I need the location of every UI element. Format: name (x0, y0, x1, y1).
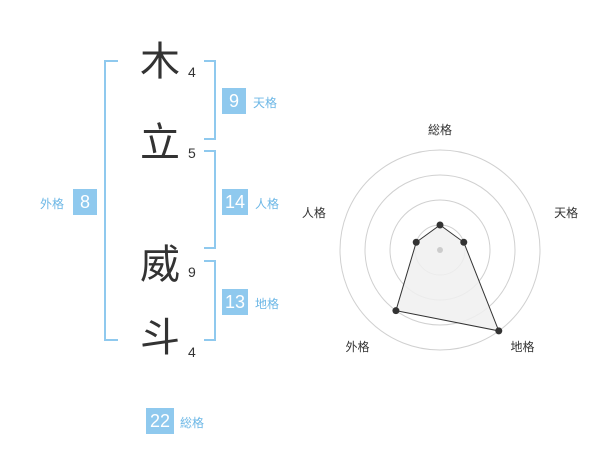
jinkaku-label: 人格 (255, 197, 280, 211)
radar-point (495, 327, 503, 335)
gaikaku-label: 外格 (40, 197, 65, 211)
chikaku-bracket (204, 260, 216, 341)
stroke-count-3: 9 (188, 264, 196, 280)
radar-area (395, 224, 500, 332)
gaikaku-value: 8 (73, 189, 97, 215)
radar-axis-label: 外格 (345, 339, 369, 354)
soukaku-value: 22 (146, 408, 174, 434)
stroke-count-1: 4 (188, 64, 196, 80)
name-char-2: 立 (140, 120, 180, 166)
radar-axis-label: 総格 (428, 122, 452, 137)
radar-point (392, 307, 400, 315)
radar-axis-label: 地格 (511, 339, 535, 354)
radar-point (436, 221, 444, 229)
soukaku-label: 総格 (180, 416, 205, 430)
radar-axis-label: 人格 (302, 205, 326, 220)
chikaku-value: 13 (222, 289, 248, 315)
radar-point (412, 238, 420, 246)
tenkaku-value: 9 (222, 88, 246, 114)
tenkaku-bracket (204, 60, 216, 140)
jinkaku-value: 14 (222, 189, 248, 215)
name-char-3: 威 (140, 242, 180, 288)
radar-center (437, 247, 443, 253)
jinkaku-bracket (204, 150, 216, 249)
radar-ring (339, 149, 541, 351)
name-char-1: 木 (140, 39, 180, 85)
chikaku-label: 地格 (255, 297, 280, 311)
radar-point (460, 238, 468, 246)
stroke-count-4: 4 (188, 344, 196, 360)
name-char-4: 斗 (140, 315, 180, 361)
radar-ring (364, 174, 516, 326)
gaikaku-bracket (104, 60, 118, 341)
stroke-count-2: 5 (188, 145, 196, 161)
tenkaku-label: 天格 (253, 96, 278, 110)
radar-axis-label: 天格 (554, 205, 578, 220)
